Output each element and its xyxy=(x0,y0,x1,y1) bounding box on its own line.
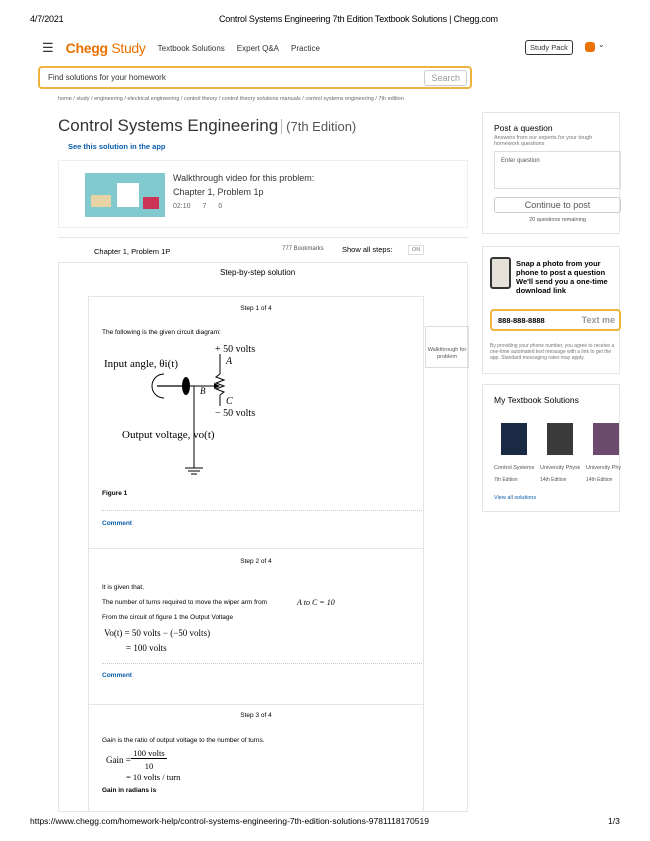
solution-heading: Step-by-step solution xyxy=(220,268,296,277)
input-angle-label: Input angle, θi(t) xyxy=(104,358,178,370)
divider xyxy=(102,663,422,664)
snap-photo-title: Snap a photo from your phone to post a q… xyxy=(516,259,608,295)
breadcrumb[interactable]: home / study / engineering / electrical … xyxy=(58,96,404,102)
gain-numerator: 100 volts xyxy=(131,748,167,759)
chegg-logo[interactable]: Chegg Study xyxy=(65,40,146,56)
book-cover[interactable] xyxy=(547,423,573,455)
divider xyxy=(102,510,422,511)
chevron-down-icon[interactable]: ⌄ xyxy=(598,40,605,49)
textbook-item[interactable]: University Physics with... 14th Edition xyxy=(586,423,621,483)
video-title: Walkthrough video for this problem: xyxy=(173,173,315,183)
book-cover[interactable] xyxy=(501,423,527,455)
comment-link[interactable]: Comment xyxy=(102,520,132,527)
book-cover[interactable] xyxy=(593,423,619,455)
gain-result: = 10 volts / turn xyxy=(126,772,181,782)
textbook-item[interactable]: University Physics with... 14th Edition xyxy=(540,423,580,483)
print-url: https://www.chegg.com/homework-help/cont… xyxy=(30,816,429,826)
minus-50-label: − 50 volts xyxy=(215,408,255,419)
video-card[interactable]: Walkthrough video for this problem: Chap… xyxy=(58,160,468,228)
avatar[interactable] xyxy=(585,42,595,52)
chapter-label: Chapter 1, Problem 1P xyxy=(94,247,171,256)
figure-caption: Figure 1 xyxy=(102,490,128,497)
textbook-item[interactable]: Control Systems... 7th Edition xyxy=(494,423,534,483)
bookmarks-count[interactable]: 777 Bookmarks xyxy=(282,246,324,252)
menu-icon[interactable]: ☰ xyxy=(42,40,54,55)
step-1-text: The following is the given circuit diagr… xyxy=(102,329,221,336)
step-2-line-2: The number of turns required to move the… xyxy=(102,599,268,606)
plus-50-label: + 50 volts xyxy=(215,344,255,355)
svg-text:C: C xyxy=(226,396,233,407)
my-textbooks-title: My Textbook Solutions xyxy=(494,395,579,405)
page-title: Control Systems Engineering(7th Edition) xyxy=(58,116,357,135)
see-in-app-link[interactable]: See this solution in the app xyxy=(68,142,166,151)
nav-link-textbook-solutions[interactable]: Textbook Solutions xyxy=(157,43,225,53)
question-textarea[interactable]: Enter question xyxy=(494,151,621,189)
sms-fine-print: By providing your phone number, you agre… xyxy=(490,343,615,361)
video-problem: Chapter 1, Problem 1p xyxy=(173,187,264,197)
step-2-line-3: From the circuit of figure 1 the Output … xyxy=(102,614,234,621)
top-nav: ☰ Chegg Study Textbook Solutions Expert … xyxy=(42,38,608,58)
search-input[interactable]: Find solutions for your homework Search xyxy=(38,66,472,89)
svg-text:A: A xyxy=(225,356,233,367)
show-steps-label: Show all steps: xyxy=(342,245,393,254)
inline-equation: A to C = 10 xyxy=(297,598,335,607)
chapter-bar: Chapter 1, Problem 1P 777 Bookmarks Show… xyxy=(58,237,468,263)
view-all-solutions-link[interactable]: View all solutions xyxy=(494,495,537,501)
search-button[interactable]: Search xyxy=(424,70,467,86)
circuit-diagram: + 50 volts A B C − 50 volts Input angle,… xyxy=(104,344,255,475)
print-date: 4/7/2021 xyxy=(30,14,64,24)
search-placeholder: Find solutions for your homework xyxy=(48,73,166,82)
step-3-line-1: Gain is the ratio of output voltage to t… xyxy=(102,737,265,744)
my-textbooks-card: My Textbook Solutions Control Systems...… xyxy=(482,384,621,512)
step-1: Step 1 of 4 xyxy=(88,296,424,548)
post-question-card: Post a question Answers from our experts… xyxy=(482,112,621,234)
print-title: Control Systems Engineering 7th Edition … xyxy=(219,14,498,24)
phone-icon xyxy=(490,257,511,289)
continue-to-post-button[interactable]: Continue to post xyxy=(494,197,621,213)
step-title: Step 1 of 4 xyxy=(240,305,272,312)
step-2-line-1: It is given that, xyxy=(102,584,144,591)
video-thumbnail[interactable] xyxy=(85,173,165,217)
comment-link[interactable]: Comment xyxy=(102,672,132,679)
gain-denominator: 10 xyxy=(144,761,154,771)
svg-text:B: B xyxy=(200,386,206,396)
questions-remaining: 20 questions remaining xyxy=(529,217,586,223)
step-title: Step 2 of 4 xyxy=(240,558,272,565)
walkthrough-tab[interactable]: Walkthrough for problem xyxy=(425,326,469,368)
study-pack-button[interactable]: Study Pack xyxy=(525,40,573,55)
step-3: Step 3 of 4 xyxy=(88,704,424,812)
edition-label: (7th Edition) xyxy=(281,119,357,134)
gain-lhs: Gain = xyxy=(106,755,131,765)
step-title: Step 3 of 4 xyxy=(240,712,272,719)
equation-1: Vo(t) = 50 volts − (−50 volts) xyxy=(104,628,211,638)
solution-panel xyxy=(58,262,468,812)
video-meta: 02:10 7 0 xyxy=(173,203,223,210)
post-question-title: Post a question xyxy=(494,123,553,133)
nav-link-practice[interactable]: Practice xyxy=(291,43,320,53)
post-question-subtitle: Answers from our experts for your tough … xyxy=(494,135,593,147)
text-me-button[interactable]: Text me xyxy=(581,315,615,325)
step-3-line-2: Gain in radians is xyxy=(102,787,157,794)
nav-link-expert-qa[interactable]: Expert Q&A xyxy=(236,43,280,53)
equation-2: = 100 volts xyxy=(126,643,167,653)
snap-photo-card: Snap a photo from your phone to post a q… xyxy=(482,246,621,374)
print-page-number: 1/3 xyxy=(608,816,620,826)
show-steps-toggle[interactable]: ON xyxy=(408,245,425,255)
step-2: Step 2 of 4 xyxy=(88,548,424,704)
output-voltage-label: Output voltage, vo(t) xyxy=(122,429,215,441)
